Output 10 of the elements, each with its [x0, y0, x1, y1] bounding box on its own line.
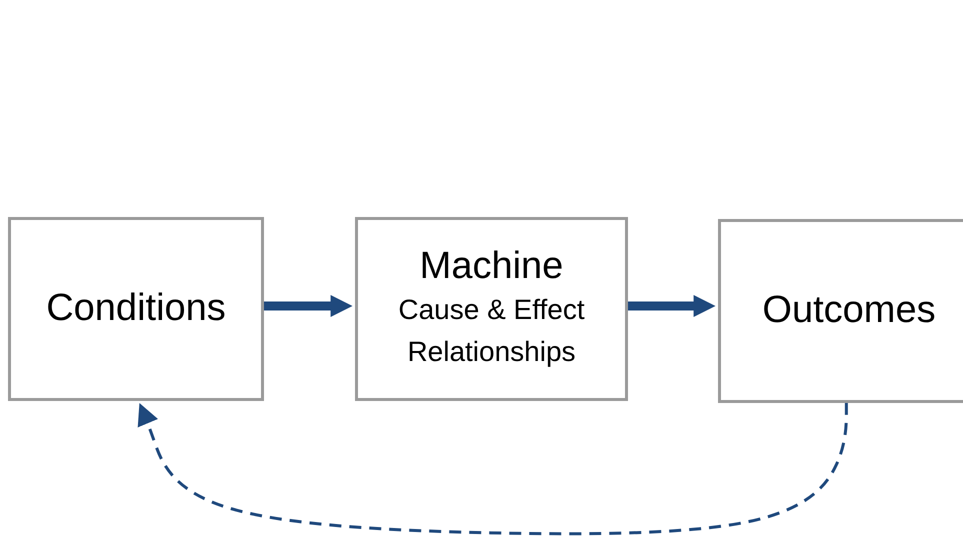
process-box [355, 217, 628, 401]
box-title: Machine [420, 245, 564, 289]
arrow [628, 295, 716, 317]
box-subtitle: Cause & Effect Relationships [397, 292, 586, 369]
process-box [718, 219, 963, 403]
process-box [8, 217, 264, 401]
box-title: Outcomes [762, 289, 936, 333]
arrow [264, 295, 353, 317]
box-title: Conditions [46, 287, 226, 331]
arrow [138, 402, 848, 536]
